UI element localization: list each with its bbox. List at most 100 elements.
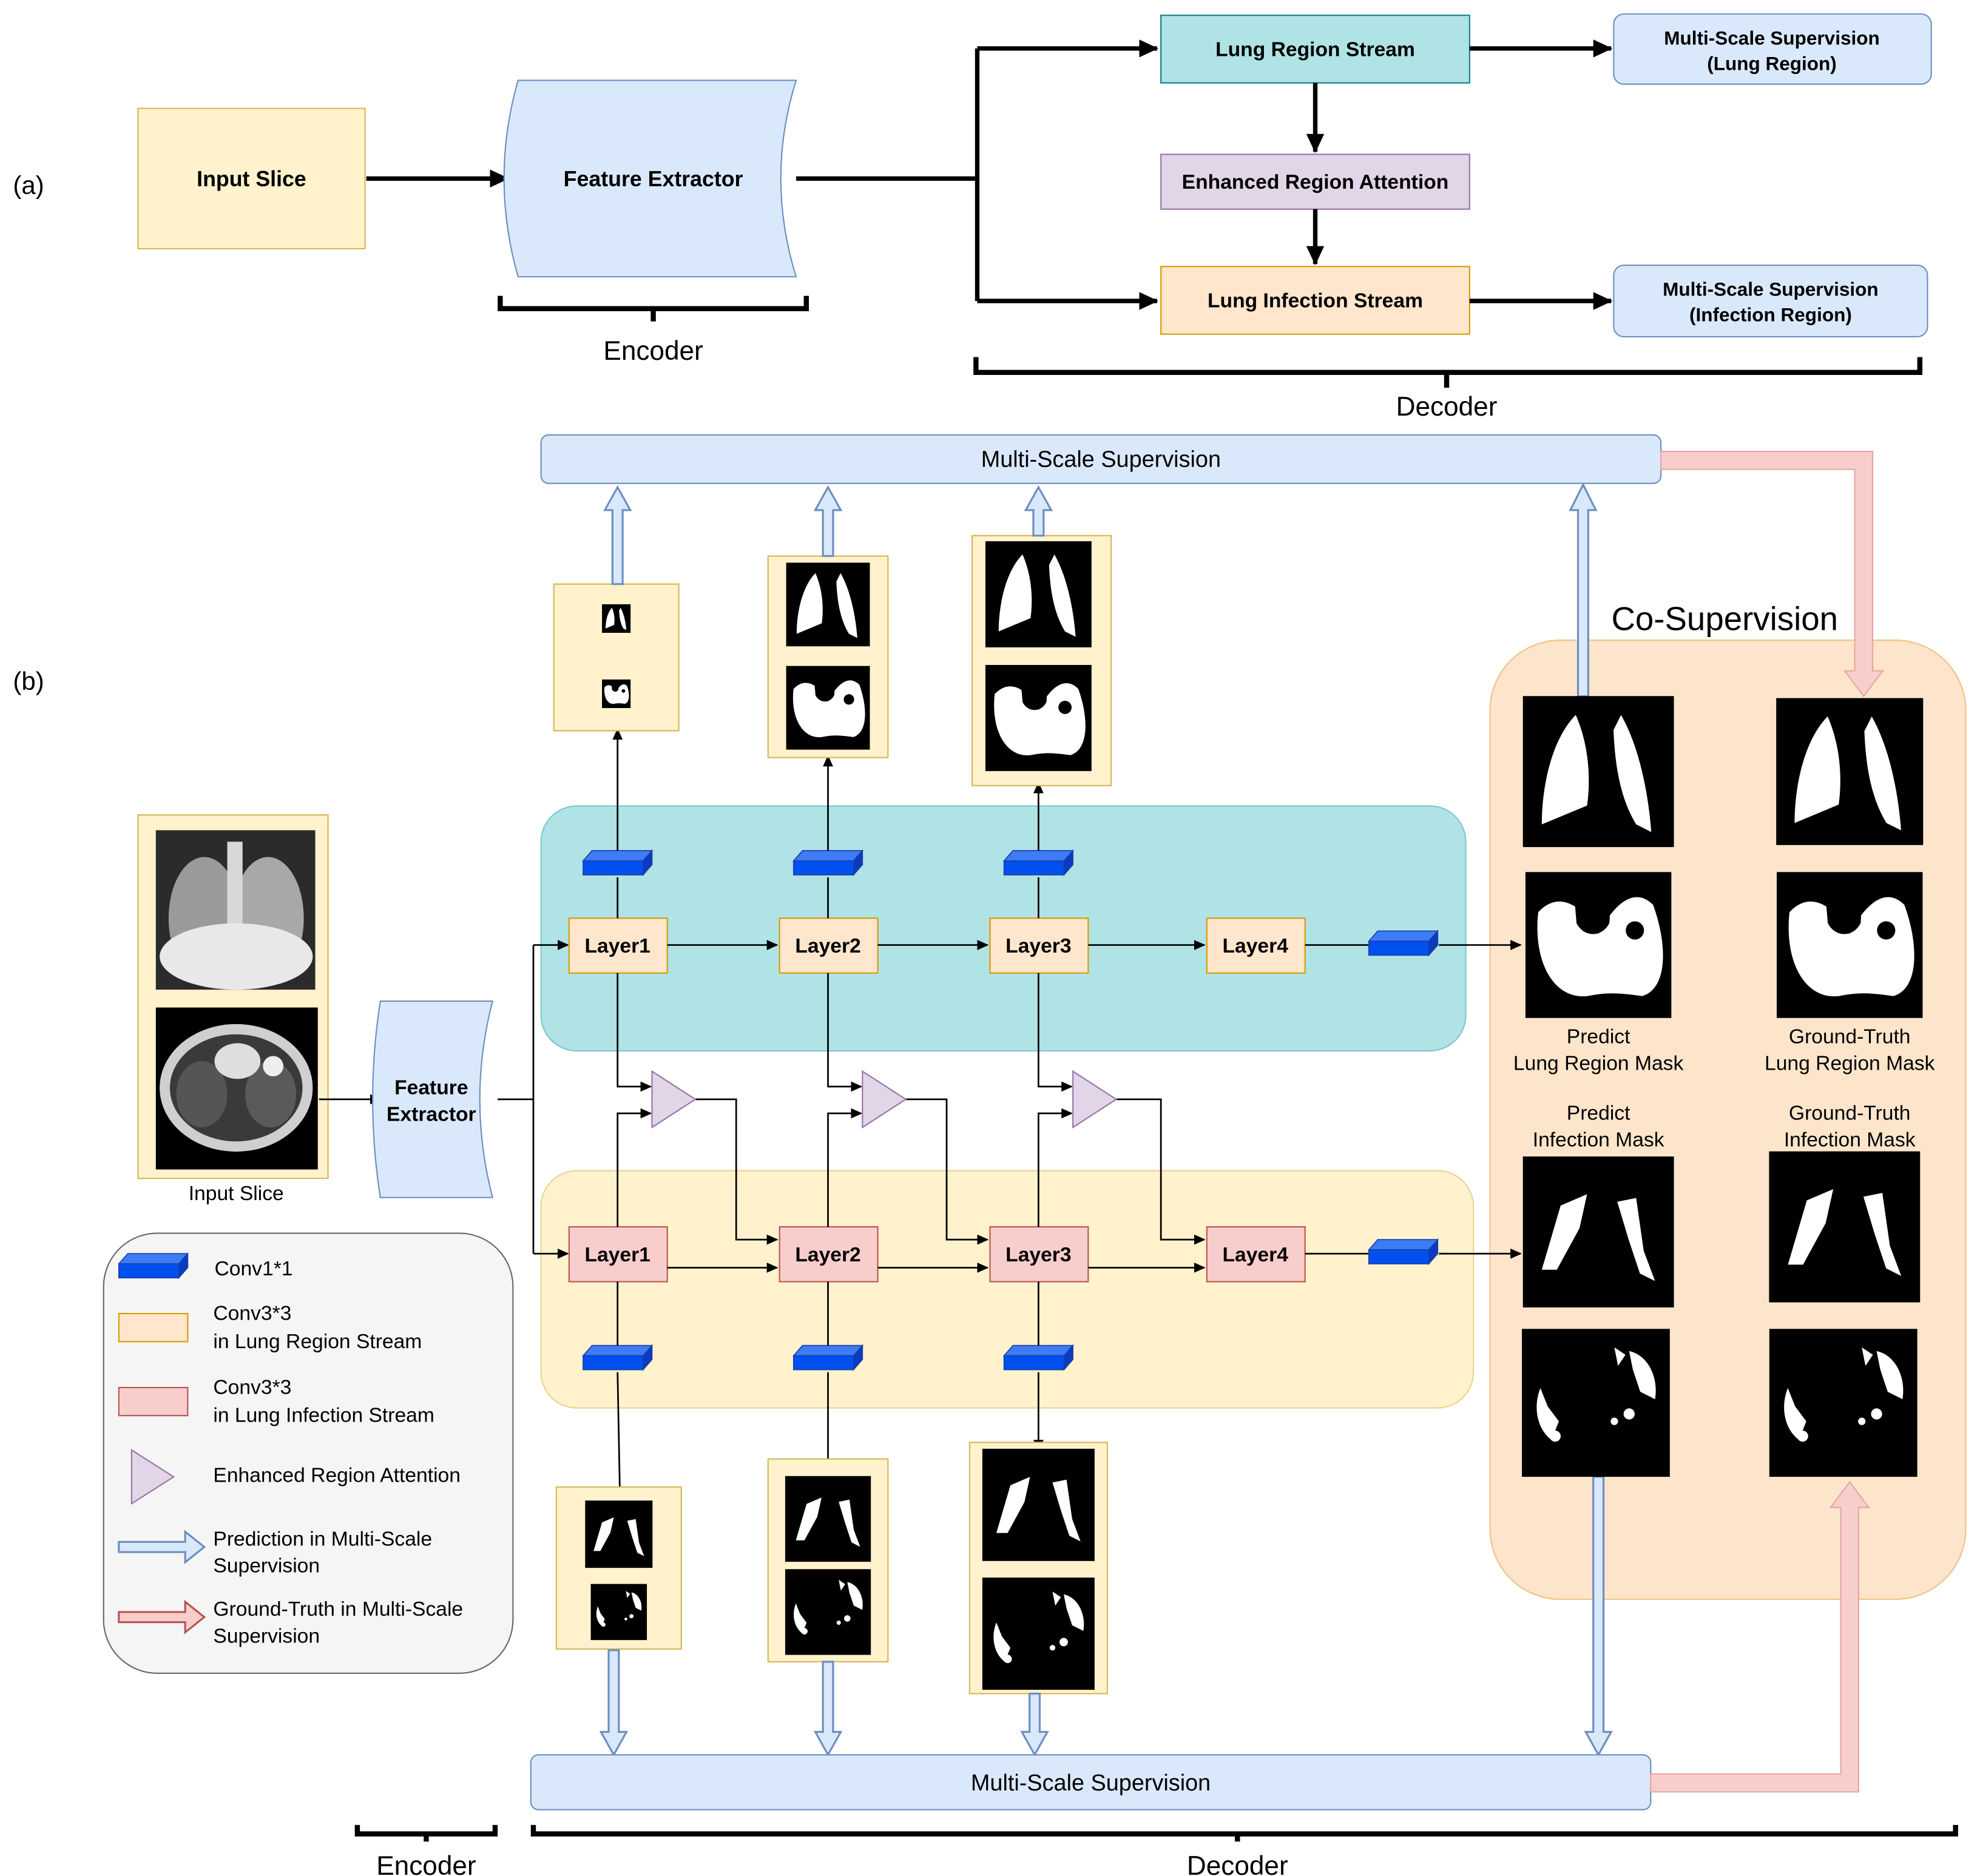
region-vertical-arrows bbox=[612, 728, 1044, 919]
ms-lung-region-line2: (Lung Region) bbox=[1707, 53, 1837, 75]
feature-extractor-shape bbox=[503, 79, 797, 278]
enhanced-region-attention-label: Enhanced Region Attention bbox=[1182, 171, 1449, 194]
inf-ct-s3 bbox=[982, 1577, 1095, 1690]
feature-extractor-b-line2: Extractor bbox=[387, 1104, 476, 1126]
ct-mask-s2 bbox=[786, 666, 870, 750]
predict-ct-mask bbox=[1525, 872, 1672, 1018]
input-slice-box bbox=[137, 107, 366, 249]
legend-era-icon bbox=[130, 1449, 175, 1505]
ct-mask-s1 bbox=[602, 679, 631, 709]
conv-infection-1 bbox=[583, 1345, 653, 1371]
predict-infection-mask bbox=[1522, 1156, 1674, 1307]
branch-connector bbox=[796, 48, 980, 302]
region-layer2-box bbox=[779, 917, 879, 974]
legend-conv-icon bbox=[118, 1253, 189, 1279]
attention-connections bbox=[617, 973, 1206, 1245]
lung-mask-s2 bbox=[786, 562, 870, 647]
gt-infection-ct bbox=[1769, 1329, 1917, 1477]
infection-layer1-box bbox=[568, 1226, 668, 1283]
inf-mask-s1 bbox=[585, 1500, 653, 1568]
legend-conv3-region-line1: Conv3*3 bbox=[213, 1303, 291, 1325]
legend-conv3-region-line2: in Lung Region Stream bbox=[213, 1331, 422, 1353]
infection-layer2-label: Layer2 bbox=[795, 1244, 860, 1266]
attention-triangle-3 bbox=[1072, 1070, 1118, 1129]
gt-ct-mask bbox=[1776, 872, 1923, 1018]
region-layer2-label: Layer2 bbox=[795, 935, 860, 957]
region-layer4-box bbox=[1206, 917, 1306, 974]
gt-lung-line1: Ground-Truth bbox=[1789, 1025, 1911, 1048]
infection-stream-panel bbox=[540, 1170, 1475, 1409]
region-layer3-label: Layer3 bbox=[1005, 935, 1071, 957]
inf-ct-s1 bbox=[590, 1584, 647, 1641]
ms-infection-region-line1: Multi-Scale Supervision bbox=[1663, 278, 1879, 300]
inf-mask-s3 bbox=[982, 1448, 1095, 1561]
gt-infection-line2: Infection Mask bbox=[1784, 1129, 1916, 1152]
lung-mask-s1 bbox=[602, 604, 631, 633]
ms-infection-region-line2: (Infection Region) bbox=[1689, 304, 1852, 326]
encoder-label-b: Encoder bbox=[376, 1851, 476, 1876]
legend-pred-arrow bbox=[118, 1530, 206, 1565]
infection-layer3-label: Layer3 bbox=[1005, 1244, 1071, 1266]
gt-infection-line1: Ground-Truth bbox=[1789, 1102, 1911, 1125]
xray-image bbox=[155, 830, 316, 990]
feature-extractor-b-line1: Feature bbox=[394, 1076, 468, 1099]
gt-infection-mask bbox=[1769, 1151, 1921, 1303]
legend-era: Enhanced Region Attention bbox=[213, 1464, 461, 1486]
conv-region-out bbox=[1368, 930, 1439, 956]
lung-region-stream-label: Lung Region Stream bbox=[1215, 38, 1415, 61]
part-a-label: (a) bbox=[13, 170, 44, 199]
region-layer4-label: Layer4 bbox=[1222, 935, 1288, 957]
region-layer3-box bbox=[989, 917, 1089, 974]
conv-infection-3 bbox=[1003, 1345, 1073, 1371]
infection-layer1-label: Layer1 bbox=[585, 1244, 650, 1266]
legend-gt-arrow bbox=[118, 1599, 206, 1635]
inf-mask-s2 bbox=[785, 1476, 871, 1562]
legend-conv1: Conv1*1 bbox=[215, 1258, 293, 1280]
infection-layer-arrows bbox=[667, 1248, 1522, 1273]
attention-triangle-2 bbox=[862, 1070, 907, 1129]
prediction-arrows-down bbox=[599, 1476, 1613, 1757]
infection-layer3-box bbox=[989, 1226, 1089, 1283]
predict-lung-line1: Predict bbox=[1567, 1025, 1630, 1048]
decoder-brace-a bbox=[973, 357, 1923, 388]
predict-lung-mask bbox=[1522, 696, 1674, 848]
legend-pred-line2: Supervision bbox=[213, 1555, 320, 1577]
infection-vertical-arrows bbox=[615, 1281, 1044, 1507]
lung-mask-s3 bbox=[985, 541, 1092, 647]
decoder-brace-b bbox=[530, 1824, 1958, 1842]
encoder-label-a: Encoder bbox=[603, 336, 703, 366]
ct-mask-s3 bbox=[985, 664, 1092, 771]
prediction-arrows-up bbox=[603, 482, 1598, 698]
feature-extractor-b-shape bbox=[372, 1000, 494, 1198]
gt-arrow-bottom bbox=[1650, 1480, 1870, 1793]
predict-infection-ct bbox=[1522, 1329, 1670, 1477]
ms-top-label: Multi-Scale Supervision bbox=[981, 447, 1221, 472]
enhanced-region-attention-box bbox=[1160, 154, 1470, 210]
input-slice-label: Input Slice bbox=[197, 167, 306, 191]
conv-region-3 bbox=[1003, 850, 1073, 876]
decoder-label-a: Decoder bbox=[1396, 392, 1498, 422]
inf-ct-s2 bbox=[785, 1569, 871, 1655]
encoder-brace-b bbox=[354, 1824, 498, 1842]
legend-gt-line2: Supervision bbox=[213, 1625, 320, 1647]
legend-pred-line1: Prediction in Multi-Scale bbox=[213, 1528, 432, 1551]
legend-conv3-infection-line1: Conv3*3 bbox=[213, 1376, 291, 1399]
predict-infection-line1: Predict bbox=[1567, 1102, 1630, 1125]
gt-arrow-top bbox=[1660, 451, 1884, 698]
part-b-label: (b) bbox=[13, 667, 44, 695]
region-layer1-label: Layer1 bbox=[585, 935, 650, 957]
conv-region-2 bbox=[792, 850, 863, 876]
extractor-branch bbox=[498, 945, 535, 1254]
legend-panel bbox=[103, 1232, 514, 1674]
input-slice-caption: Input Slice bbox=[189, 1183, 284, 1205]
ms-lung-region-box bbox=[1613, 13, 1932, 85]
infection-layer2-box bbox=[779, 1226, 879, 1283]
feature-extractor-label: Feature Extractor bbox=[564, 167, 743, 191]
legend-conv3-infection-swatch bbox=[118, 1386, 189, 1417]
lung-infection-stream-box bbox=[1160, 266, 1470, 335]
decoder-label-b: Decoder bbox=[1187, 1851, 1288, 1876]
ms-bottom-label: Multi-Scale Supervision bbox=[971, 1770, 1211, 1796]
infection-layer4-label: Layer4 bbox=[1222, 1244, 1288, 1266]
lung-infection-stream-label: Lung Infection Stream bbox=[1208, 290, 1423, 312]
